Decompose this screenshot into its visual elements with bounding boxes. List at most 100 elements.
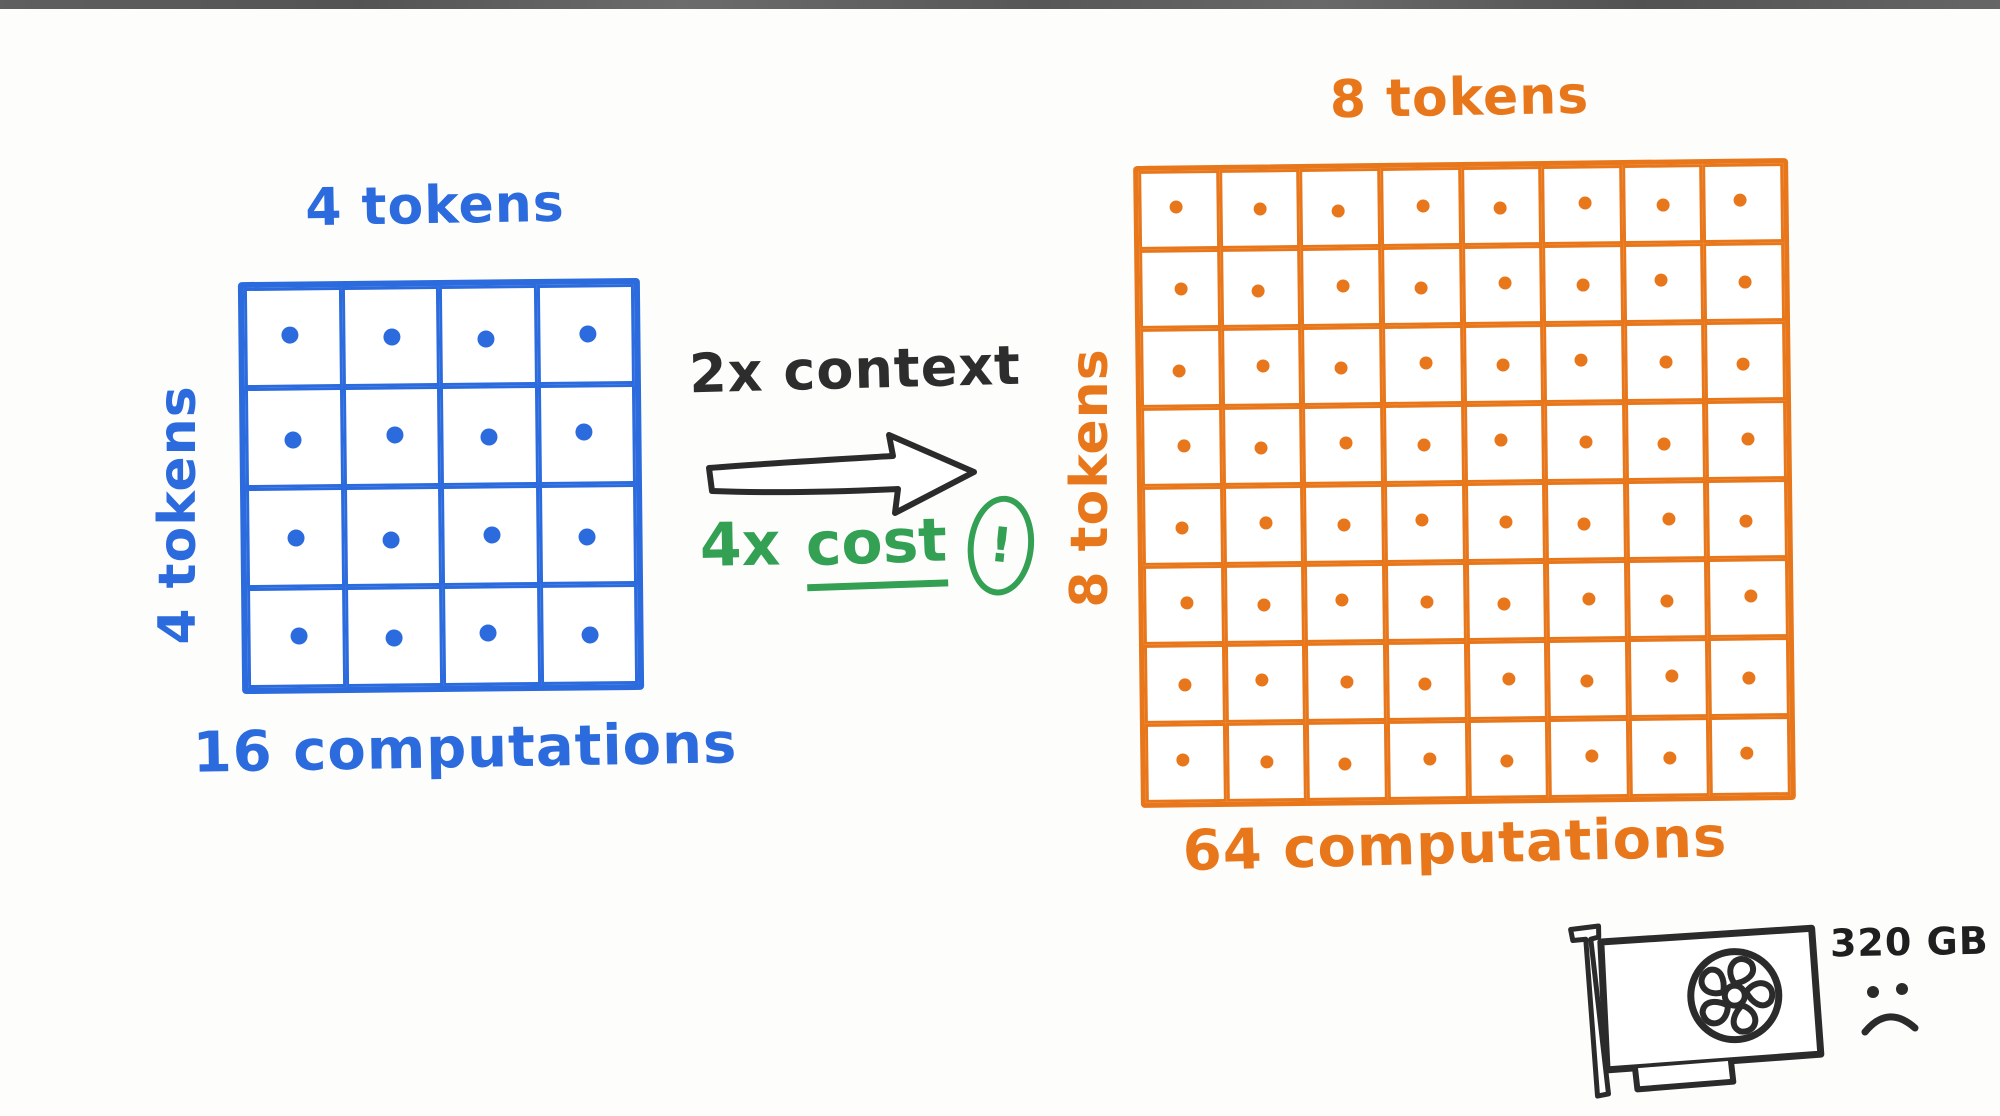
token-dot xyxy=(1578,196,1592,210)
large-grid-side-label: 8 tokens xyxy=(1060,348,1120,608)
token-dot xyxy=(1742,671,1756,685)
grid-cell xyxy=(1548,718,1630,798)
grid-cell xyxy=(539,583,639,685)
token-dot xyxy=(1497,597,1511,611)
token-dot xyxy=(1174,282,1188,296)
grid-cell xyxy=(442,584,541,686)
grid-cell xyxy=(1382,404,1465,484)
gpu-card-icon xyxy=(1568,923,1825,1099)
grid-cell xyxy=(1541,165,1623,246)
grid-cell xyxy=(1385,640,1468,721)
token-dot xyxy=(1255,673,1269,687)
token-dot xyxy=(1580,674,1594,688)
token-dot xyxy=(1498,276,1512,290)
grid-cell xyxy=(538,483,638,585)
grid-cell xyxy=(1140,327,1222,408)
grid-cell xyxy=(247,587,346,689)
right-arrow-icon xyxy=(706,432,977,516)
cost-multiplier-label: 4x xyxy=(699,509,781,581)
token-dot xyxy=(1494,433,1508,447)
token-dot xyxy=(1259,516,1273,530)
token-dot xyxy=(1496,358,1510,372)
token-dot xyxy=(1577,517,1591,531)
grid-cell xyxy=(1703,242,1786,323)
token-dot xyxy=(1420,595,1434,609)
token-dot xyxy=(1178,678,1192,692)
grid-cell xyxy=(1141,406,1223,487)
token-dot xyxy=(1172,364,1186,378)
grid-cell xyxy=(1623,322,1706,403)
grid-cell xyxy=(1219,247,1302,328)
token-dot xyxy=(1659,594,1674,608)
grid-cell xyxy=(1304,562,1386,643)
token-dot xyxy=(1335,593,1349,607)
grid-cell xyxy=(1299,168,1381,248)
grid-cell xyxy=(1218,168,1301,249)
token-dot xyxy=(1337,518,1351,532)
grid-cell xyxy=(1626,559,1709,640)
grid-cell xyxy=(246,487,345,589)
grid-cell xyxy=(1544,402,1626,483)
grid-cell xyxy=(1305,641,1387,722)
token-dot xyxy=(480,427,498,446)
token-dot xyxy=(1416,199,1430,213)
grid-cell xyxy=(1138,169,1220,250)
token-dot xyxy=(1657,437,1671,451)
grid-cell xyxy=(343,486,443,588)
token-dot xyxy=(1585,749,1599,763)
token-dot xyxy=(1180,596,1194,610)
gpu-body xyxy=(1597,924,1825,1074)
fan-icon xyxy=(1687,948,1783,1044)
token-dot xyxy=(1740,746,1754,760)
grid-cell xyxy=(1306,720,1388,801)
token-dot xyxy=(1744,589,1758,603)
token-dot xyxy=(290,626,308,645)
token-dot xyxy=(1741,432,1755,446)
grid-cell xyxy=(1144,722,1227,803)
token-dot xyxy=(1582,592,1596,606)
token-dot xyxy=(1419,356,1433,370)
token-dot xyxy=(1733,193,1747,207)
grid-cell xyxy=(1545,481,1627,562)
token-dot xyxy=(1175,521,1189,535)
exclamation-circle-icon: ! xyxy=(962,492,1039,599)
token-dot xyxy=(1177,439,1191,453)
grid-cell xyxy=(1543,323,1625,404)
grid-cell xyxy=(1301,325,1383,406)
grid-cell xyxy=(1547,639,1629,719)
grid-cell xyxy=(1220,326,1303,407)
grid-cell xyxy=(1709,716,1791,797)
token-dot xyxy=(1576,278,1590,292)
token-dot xyxy=(1340,675,1354,689)
grid-cell xyxy=(1223,563,1306,644)
token-dot xyxy=(1661,512,1676,526)
grid-cell xyxy=(1621,164,1704,245)
grid-cell xyxy=(1463,403,1546,483)
grid-cell xyxy=(1142,485,1224,566)
grid-cell xyxy=(1705,400,1787,481)
token-dot xyxy=(386,425,404,444)
gpu-connector xyxy=(1632,1057,1737,1093)
grid-cell xyxy=(1383,483,1466,563)
scan-artifact-strip xyxy=(0,0,2000,9)
token-dot xyxy=(1739,514,1753,528)
cost-word-underlined: cost xyxy=(805,505,949,592)
grid-cell xyxy=(1302,404,1384,485)
grid-cell xyxy=(1465,561,1548,641)
token-dot xyxy=(1417,438,1431,452)
token-dot xyxy=(1254,441,1269,455)
grid-cell xyxy=(1225,721,1308,802)
token-dot xyxy=(1253,202,1268,216)
grid-cell xyxy=(1708,637,1790,718)
grid-cell xyxy=(536,283,635,385)
grid-cell xyxy=(342,386,441,488)
token-dot xyxy=(479,623,497,642)
grid-cell xyxy=(1542,244,1624,325)
grid-cell xyxy=(1221,405,1304,486)
token-dot xyxy=(383,327,401,346)
grid-cell xyxy=(1628,717,1711,798)
grid-cell xyxy=(1466,640,1549,720)
gpu-bracket xyxy=(1568,923,1611,1099)
grid-cell xyxy=(441,484,540,586)
